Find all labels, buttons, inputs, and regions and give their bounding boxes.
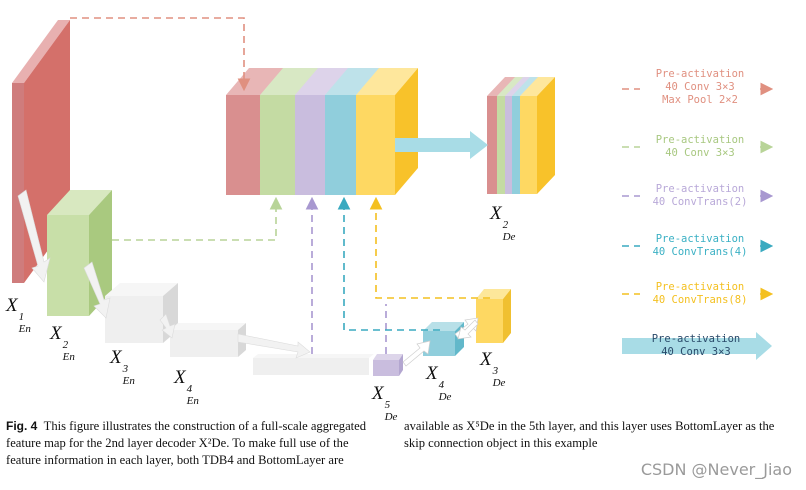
legend-text-green: Pre-activation 40 Conv 3×3	[640, 134, 760, 160]
encoder-block-4	[170, 323, 246, 357]
bottom-layer-slab	[253, 354, 374, 375]
caption-right-text: available as X⁵De in the 5th layer, and …	[404, 419, 775, 450]
legend-text-purple: Pre-activation 40 ConvTrans(2)	[640, 183, 760, 209]
caption-left-text: This figure illustrates the construction…	[6, 419, 367, 467]
figure-number: Fig. 4	[6, 419, 38, 433]
decoder-path-arrows	[402, 317, 479, 367]
main-conv-arrow	[395, 131, 488, 159]
red-skip-connection	[70, 17, 251, 92]
decoder-block-5	[373, 354, 403, 376]
legend-text-main: Pre-activation 40 Conv 3×3	[651, 333, 741, 358]
yellow-skip-connection	[369, 196, 490, 299]
encoder-block-2	[47, 190, 112, 316]
green-skip-connection	[112, 196, 283, 241]
watermark: CSDN @Never_Jiao	[640, 460, 792, 479]
caption-right: available as X⁵De in the 5th layer, and …	[404, 418, 788, 452]
decoder-block-2	[487, 77, 555, 194]
legend-text-red: Pre-activation 40 Conv 3×3 Max Pool 2×2	[640, 68, 760, 107]
encoder-path-arrows	[17, 189, 311, 359]
skip-connections	[70, 17, 490, 354]
blue-skip-connection	[337, 196, 440, 331]
decoder-block-3	[476, 289, 511, 343]
legend-arrow-main	[622, 332, 772, 360]
legend-text-yellow: Pre-activation 40 ConvTrans(8)	[640, 281, 760, 307]
caption-left: Fig. 4 This figure illustrates the const…	[6, 418, 380, 469]
legend-text-blue: Pre-activation 40 ConvTrans(4)	[640, 233, 760, 259]
aggregated-feature-stack	[226, 68, 418, 195]
